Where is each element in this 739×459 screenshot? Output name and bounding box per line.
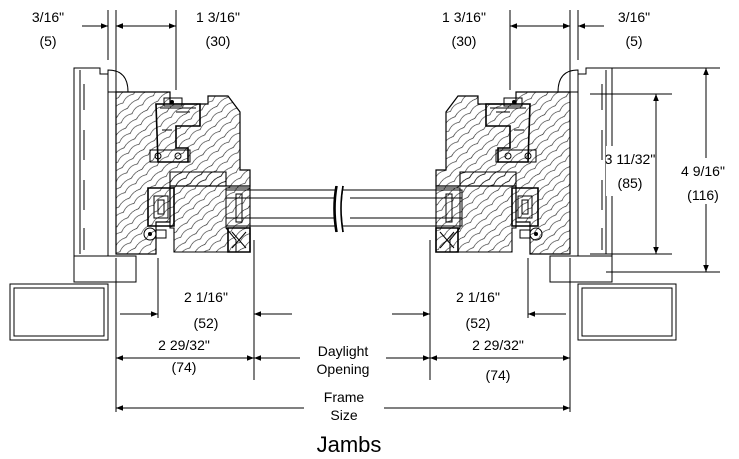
left-wall-piece (9, 283, 109, 341)
drawing-title: Jambs (317, 432, 382, 457)
outer-height-imperial: 4 9/16" (681, 163, 725, 179)
inner-height-imperial: 3 11/32" (605, 151, 656, 167)
left-large-dim-imperial: 1 3/16" (196, 9, 240, 25)
right-small-dim-imperial: 3/16" (618, 9, 650, 25)
left-exterior-trim (73, 67, 109, 257)
dimension-lines (82, 23, 709, 411)
frame-size-label-line2: Size (330, 407, 357, 423)
right-frame-metric: (74) (486, 367, 511, 383)
right-sash-metric: (52) (466, 315, 491, 331)
right-large-dim-imperial: 1 3/16" (442, 9, 486, 25)
daylight-label-line2: Opening (317, 361, 370, 377)
left-small-dim-metric: (5) (39, 33, 56, 49)
right-frame-imperial: 2 29/32" (472, 337, 524, 353)
right-sash-imperial: 2 1/16" (456, 289, 500, 305)
left-quarter-round (107, 69, 129, 93)
left-sill-block (73, 255, 137, 283)
left-small-dim-imperial: 3/16" (32, 9, 64, 25)
left-frame-metric: (74) (172, 359, 197, 375)
outer-height-metric: (116) (687, 187, 719, 203)
left-large-dim-metric: (30) (206, 33, 231, 49)
daylight-label-line1: Daylight (318, 343, 369, 359)
frame-size-label-line1: Frame (324, 389, 365, 405)
right-jamb-assembly (435, 67, 677, 341)
right-large-dim-metric: (30) (452, 33, 477, 49)
inner-height-metric: (85) (618, 175, 643, 191)
insulated-glass-unit (225, 185, 463, 233)
left-frame-imperial: 2 29/32" (158, 337, 210, 353)
left-jamb-assembly (9, 67, 251, 341)
left-sash-metric: (52) (194, 315, 219, 331)
left-sash-imperial: 2 1/16" (184, 289, 228, 305)
right-small-dim-metric: (5) (625, 33, 642, 49)
dimension-labels: 3/16" (5) 1 3/16" (30) 1 3/16" (30) 3/16… (32, 9, 730, 457)
